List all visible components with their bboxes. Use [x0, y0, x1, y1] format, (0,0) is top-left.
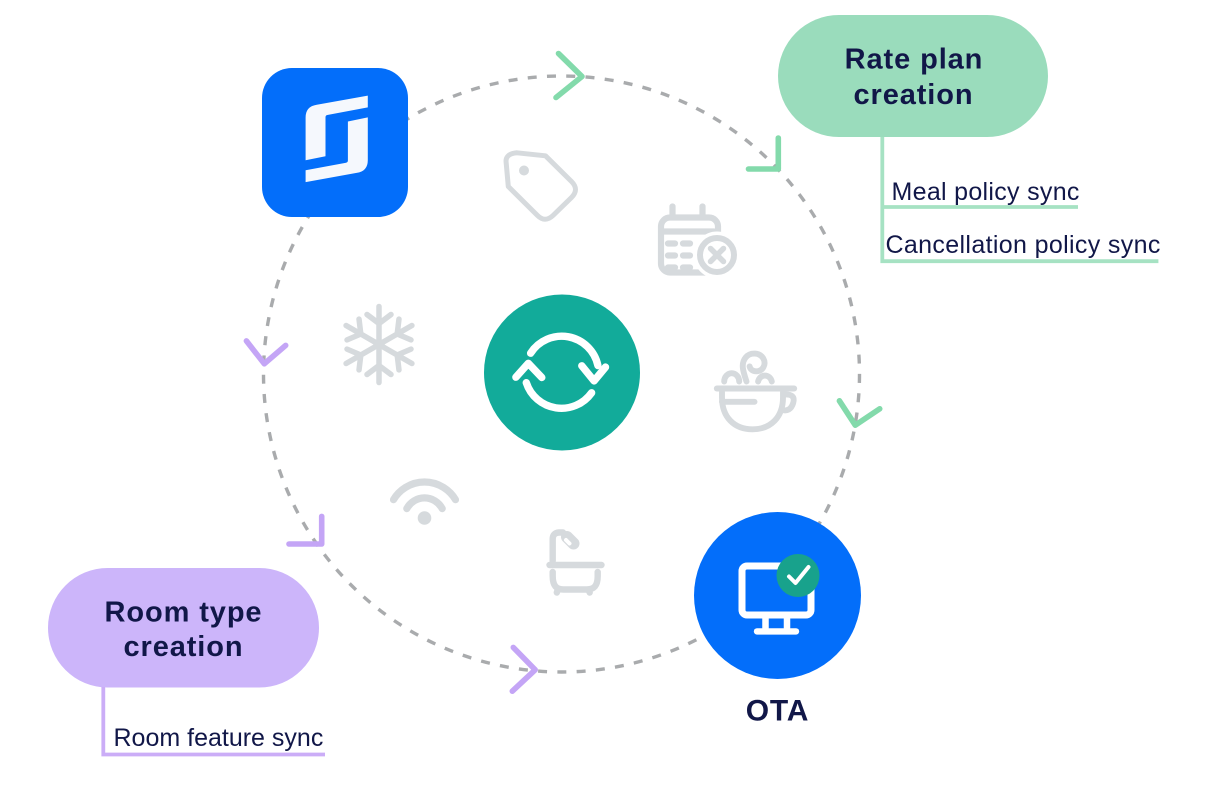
svg-text:Meal policy sync: Meal policy sync — [892, 178, 1080, 206]
svg-text:Rate plan: Rate plan — [845, 44, 984, 76]
svg-text:creation: creation — [123, 631, 243, 663]
svg-text:Room type: Room type — [105, 597, 263, 629]
svg-text:Cancellation policy sync: Cancellation policy sync — [886, 231, 1161, 259]
svg-text:Room feature sync: Room feature sync — [114, 724, 324, 752]
svg-text:OTA: OTA — [746, 695, 810, 728]
svg-text:creation: creation — [853, 79, 973, 111]
